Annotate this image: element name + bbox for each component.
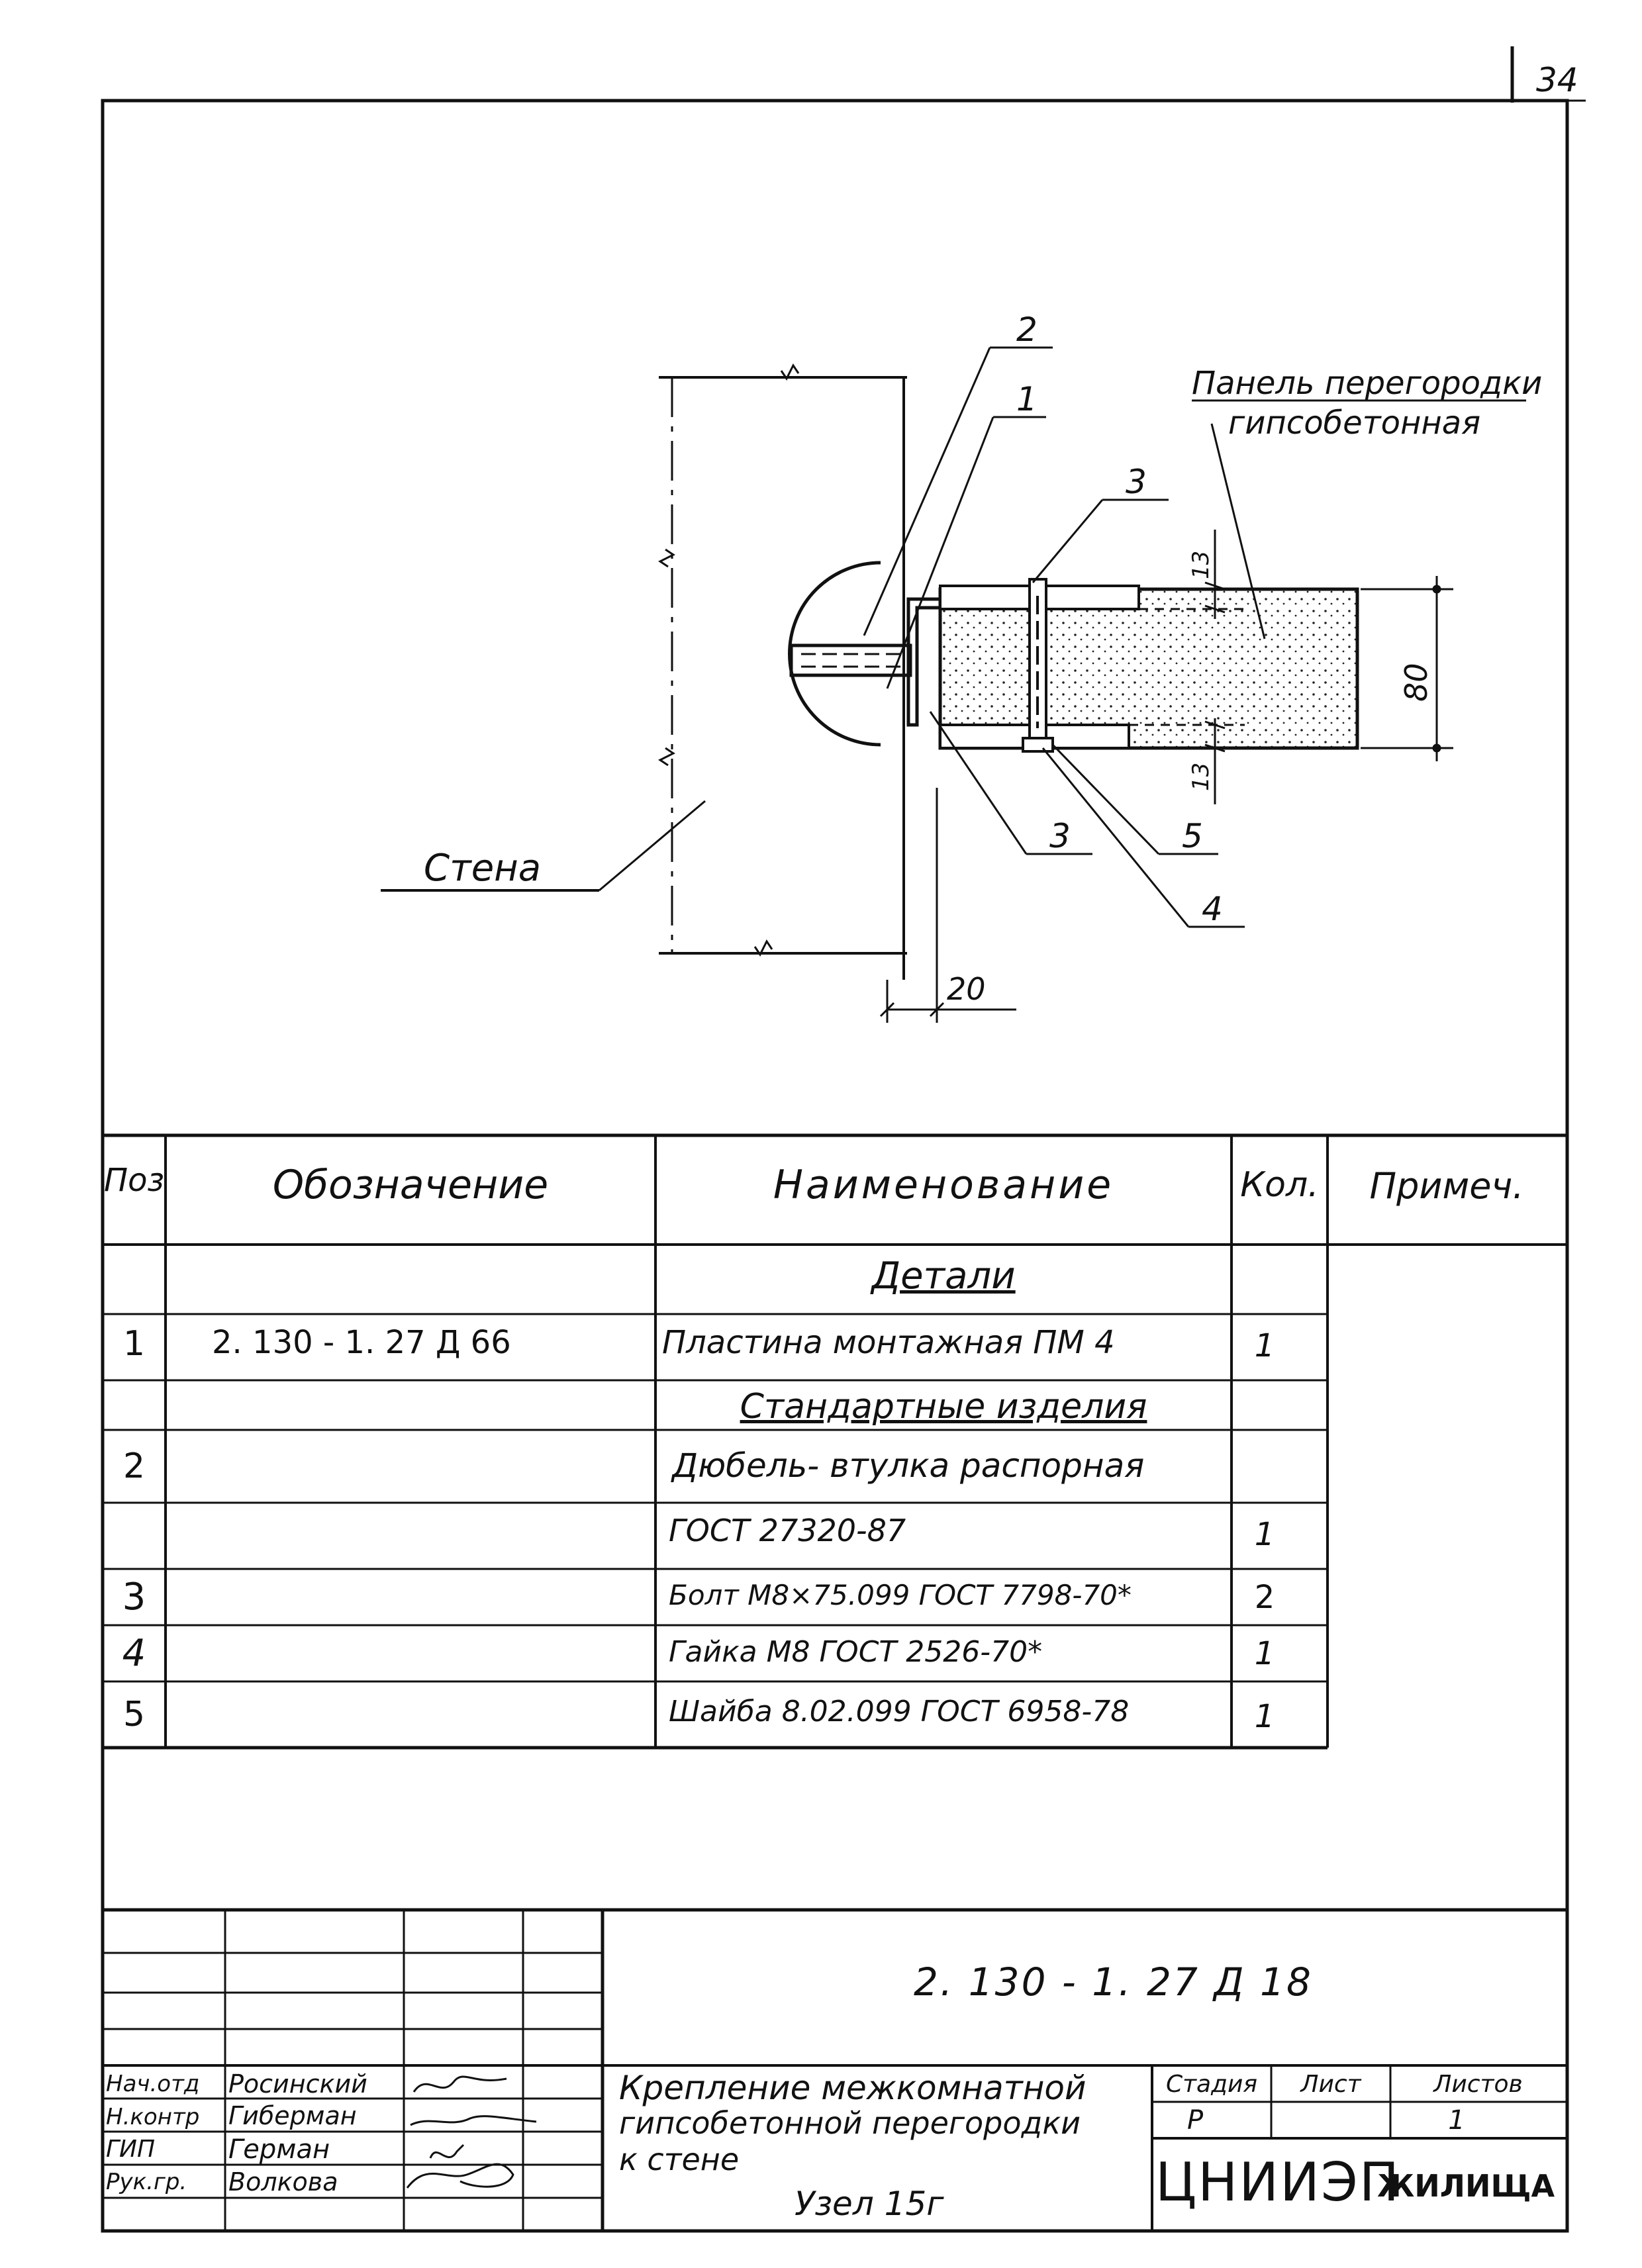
leader-1 [886,416,994,689]
role-head-dept: Нач.отд [106,2071,200,2097]
row-4-qty: 1 [1254,1635,1275,1672]
row-5-qty: 1 [1254,1698,1275,1735]
signature [412,2075,507,2093]
break-mark [753,939,773,957]
name-rosinsky: Росинский [228,2069,367,2099]
dowel-sleeve [789,643,912,677]
title-block [103,1908,1566,2231]
stage-header: Стадия [1165,2071,1258,2098]
name-volkova: Волкова [228,2167,338,2197]
row-4-name: Гайка М8 ГОСТ 2526-70* [669,1635,1043,1669]
row-2-pos: 2 [122,1446,146,1486]
break-mark [658,548,675,568]
panel-label-material: гипсобетонная [1228,404,1480,442]
specification-table [103,1133,1566,1750]
role-group-lead: Рук.гр. [106,2169,187,2195]
row-1-name: Пластина монтажная ПМ 4 [662,1324,1115,1361]
leader-3-top [1032,499,1104,583]
row-5-name: Шайба 8.02.099 ГОСТ 6958-78 [669,1695,1130,1728]
header-designation: Обозначение [272,1162,549,1208]
row-1-pos: 1 [122,1324,146,1364]
title-line-2: гипсобетонной перегородки [619,2105,1081,2141]
row-2-standard: ГОСТ 27320-87 [669,1513,906,1548]
header-qty: Кол. [1240,1165,1319,1205]
signature [410,2115,537,2126]
sheet-header: Лист [1300,2071,1361,2098]
dim-20-label: 20 [947,971,986,1007]
sheet-number-block: 34 [1510,46,1586,103]
organization: ЦНИИЭП [1155,2151,1400,2213]
row-5-pos: 5 [122,1695,146,1734]
row-3-name: Болт М8×75.099 ГОСТ 7798-70* [669,1579,1132,1611]
row-3-qty: 2 [1254,1579,1275,1616]
callout-3-top: 3 [1126,463,1147,501]
role-norm-control: Н.контр [106,2104,200,2130]
title-line-3: к стене [619,2142,740,2177]
leader-2 [863,347,991,636]
node-label: Узел 15г [795,2185,944,2223]
name-german: Герман [228,2134,330,2165]
section-title-details: Детали [871,1254,1016,1298]
row-2-name: Дюбель- втулка распорная [672,1446,1145,1485]
callout-1: 1 [1016,380,1038,418]
section-title-standard: Стандартные изделия [740,1387,1147,1427]
signature [406,2163,514,2189]
callout-4: 4 [1202,890,1223,928]
row-4-pos: 4 [122,1632,146,1675]
callout-5: 5 [1182,817,1203,855]
assembly-drawing [381,346,1526,1023]
sheets-value: 1 [1448,2105,1465,2136]
drawing-labels: 2 1 3 3 5 4 Панель перегородки гипсобето… [424,310,1542,1007]
role-chief-engineer: ГИП [106,2136,156,2163]
dim-80-label: 80 [1398,663,1434,702]
leader-5 [1051,743,1160,855]
row-1-qty: 1 [1254,1327,1275,1364]
header-note: Примеч. [1369,1165,1524,1207]
leader-wall [599,800,706,892]
name-giberman: Гиберман [228,2101,357,2130]
panel-label: Панель перегородки [1192,365,1542,402]
organization-suffix: жилища [1377,2168,1555,2204]
gypsum-panel [938,587,1359,750]
nut [1022,737,1054,753]
sheet-frame [101,99,1569,2233]
row-2-qty: 1 [1254,1516,1275,1553]
dim-13-bottom-label: 13 [1188,763,1214,791]
sheets-header: Листов [1433,2071,1523,2098]
row-1-designation: 2. 130 - 1. 27 Д 66 [212,1324,511,1361]
sheet-number: 34 [1536,61,1578,99]
leader-4 [1041,747,1190,927]
stage-value: Р [1186,2105,1204,2136]
wall-label: Стена [424,847,541,890]
header-pos: Поз [104,1162,164,1199]
header-name: Наименование [773,1162,1114,1208]
mounting-plate [906,597,942,727]
break-mark [658,747,675,767]
document-code: 2. 130 - 1. 27 Д 18 [914,1960,1313,2005]
signature [429,2144,465,2159]
title-line-1: Крепление межкомнатной [619,2069,1087,2107]
row-3-pos: 3 [122,1576,146,1619]
break-mark [780,363,800,381]
leader-panel [1210,423,1266,639]
leader-3-bottom [929,711,1028,855]
dim-13-top-label: 13 [1188,551,1214,579]
callout-2: 2 [1016,310,1038,349]
callout-3-bottom: 3 [1049,817,1071,855]
